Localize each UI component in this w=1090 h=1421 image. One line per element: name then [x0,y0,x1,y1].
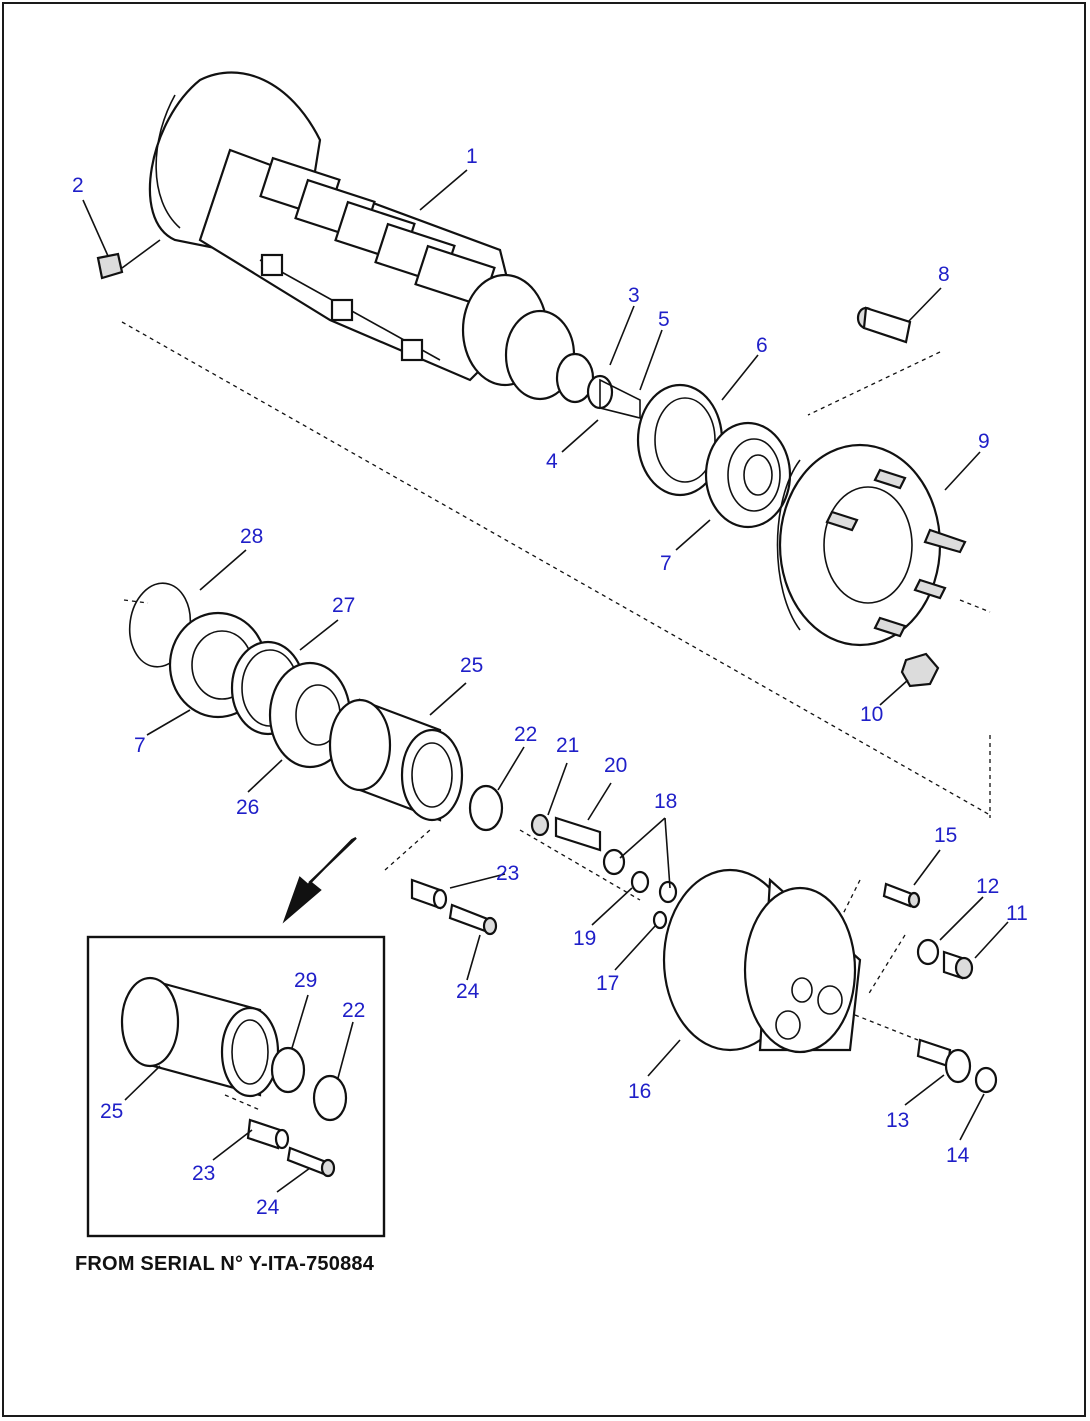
washer-12 [916,938,940,966]
callout-7-upper: 7 [660,552,672,575]
inset-callout-29: 29 [294,969,317,992]
wheel-hub [776,443,967,647]
callout-6: 6 [756,334,768,357]
callout-16: 16 [628,1080,651,1103]
callout-27: 27 [332,594,355,617]
leader-lines [82,169,1009,1193]
bearing-7-upper [704,421,792,529]
plug-13 [916,1038,972,1084]
serial-number-note: FROM SERIAL N° Y-ITA-750884 [75,1253,375,1275]
callout-3: 3 [628,284,640,307]
axle-housing [148,71,641,420]
inset-detail-box [86,935,386,1238]
inset-callout-23: 23 [192,1162,215,1185]
callout-7-lower: 7 [134,734,146,757]
callout-labels: 1 2 3 5 6 4 8 9 7 10 28 27 25 7 22 21 20… [72,145,1028,1219]
callout-21: 21 [556,734,579,757]
bolt-24 [448,903,498,936]
callout-8: 8 [938,263,950,286]
callout-19: 19 [573,927,596,950]
circlip-22 [468,784,504,832]
washer-17 [652,910,668,930]
callout-1: 1 [466,145,478,168]
callout-5: 5 [658,308,670,331]
callout-13: 13 [886,1109,909,1132]
washer-18 [602,848,678,904]
callout-2: 2 [72,174,84,197]
bolt-8 [856,306,912,344]
planet-housing-16 [662,868,862,1054]
callout-23: 23 [496,862,519,885]
callout-4: 4 [546,450,558,473]
plug-11 [942,950,974,980]
callout-14: 14 [946,1144,970,1167]
o-ring-14 [974,1066,998,1094]
callout-20: 20 [604,754,627,777]
screw-15 [882,882,921,909]
callout-28: 28 [240,525,263,548]
pin-20 [554,816,602,852]
washer-19 [630,870,650,894]
wheel-nut [900,652,940,688]
callout-26: 26 [236,796,259,819]
callout-12: 12 [976,875,999,898]
pin-21 [530,813,550,837]
callout-11: 11 [1006,902,1028,925]
inset-callout-22: 22 [342,999,365,1022]
callout-15: 15 [934,824,957,847]
callout-17: 17 [596,972,619,995]
ring-gear-25 [328,698,464,822]
callout-10: 10 [860,703,883,726]
direction-arrow-icon [282,837,357,924]
inset-callout-24: 24 [256,1196,280,1219]
screw-23 [410,878,448,910]
callout-24: 24 [456,980,480,1003]
callout-18: 18 [654,790,677,813]
callout-22: 22 [514,723,537,746]
inset-callout-25: 25 [100,1100,123,1123]
alignment-lines [121,321,991,1111]
breather-plug [96,239,161,280]
callout-25: 25 [460,654,483,677]
callout-9: 9 [978,430,990,453]
